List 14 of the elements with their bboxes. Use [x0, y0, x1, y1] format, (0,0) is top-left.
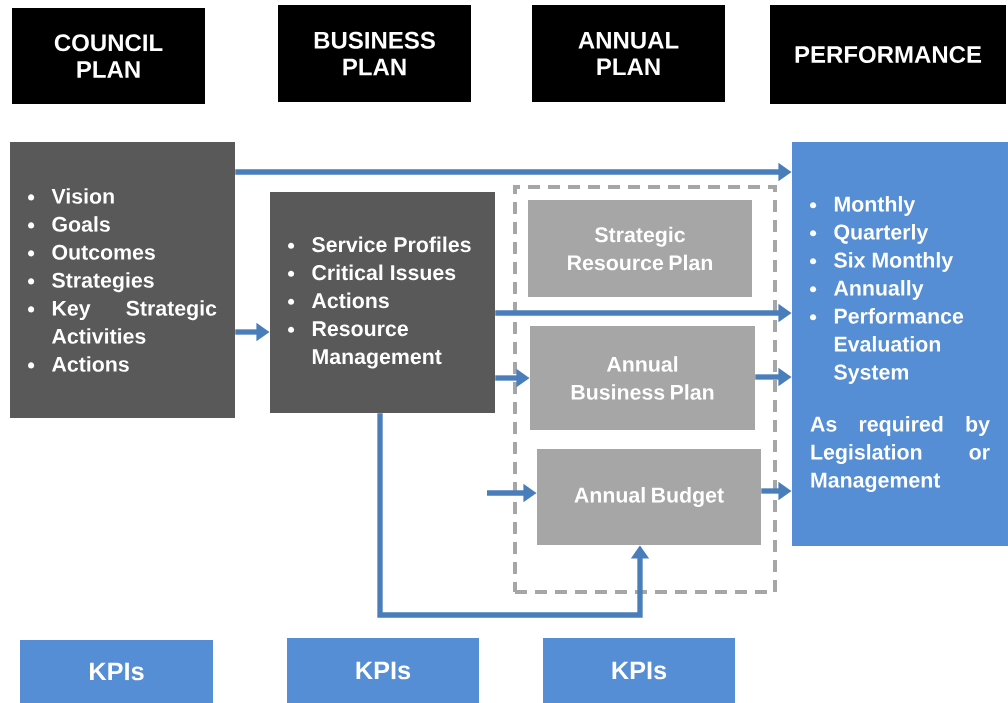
plan-box: Annual Budget — [537, 449, 761, 545]
header-box: COUNCIL PLAN — [12, 8, 205, 104]
header-box: ANNUAL PLAN — [532, 5, 725, 102]
kpi-box: KPIs — [543, 638, 735, 703]
bullet-list-box: Service Profiles Critical Issues Actions Resource Management — [270, 192, 495, 413]
performance-box: Monthly Quarterly Six Monthly Annually Performance Evaluation System As required by Legislation or Management — [792, 142, 1008, 546]
header-box: PERFORMANCE — [770, 5, 1006, 104]
dashed-group-frame — [513, 185, 777, 594]
kpi-box: KPIs — [287, 638, 479, 703]
plan-box: Strategic Resource Plan — [528, 200, 752, 297]
bullet-list-box: Vision Goals Outcomes Strategies Key Strategic Activities Actions — [10, 142, 235, 418]
kpi-box: KPIs — [20, 640, 213, 703]
plan-box: Annual Business Plan — [530, 326, 755, 430]
header-box: BUSINESS PLAN — [278, 5, 471, 102]
